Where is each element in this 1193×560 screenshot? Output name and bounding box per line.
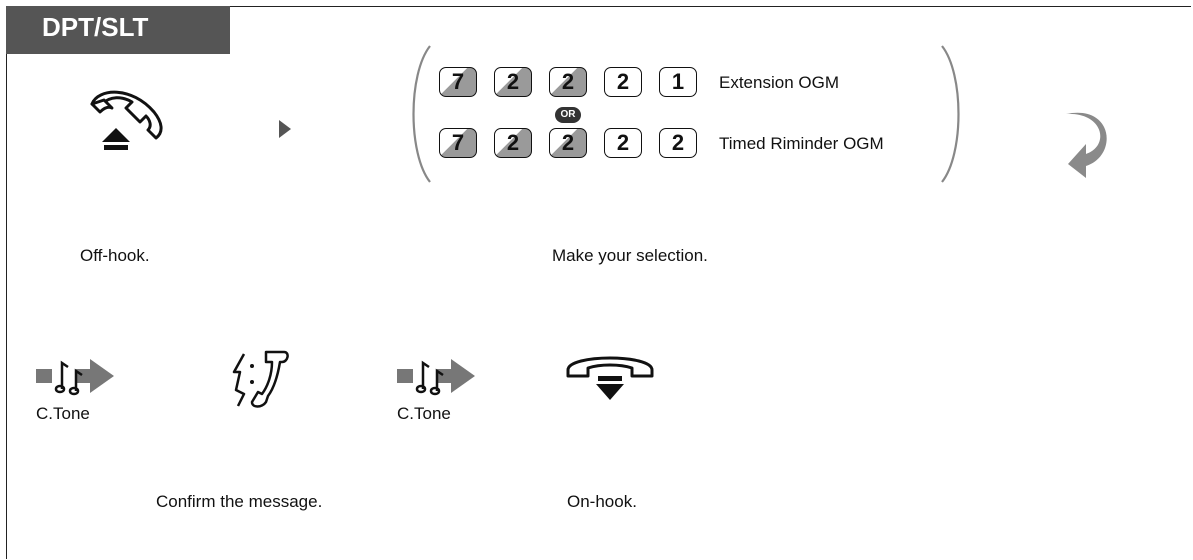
- header-title: DPT/SLT: [6, 6, 230, 54]
- dial-key-2: 2: [549, 67, 587, 97]
- repeat-arrow-icon: [1066, 112, 1107, 178]
- on-hook-caption: On-hook.: [567, 492, 637, 511]
- dial-key-1: 1: [659, 67, 697, 97]
- or-separator: OR: [555, 107, 581, 123]
- dial-key-2: 2: [659, 128, 697, 158]
- off-hook-caption: Off-hook.: [80, 246, 150, 265]
- arrow-right-icon: [279, 120, 291, 138]
- selection-caption: Make your selection.: [552, 246, 708, 265]
- talk-listen-icon: [232, 350, 289, 408]
- dial-key-2: 2: [604, 67, 642, 97]
- diagram-frame: [6, 6, 1191, 559]
- right-paren: [941, 45, 960, 183]
- confirmation-tone-icon: [397, 359, 475, 396]
- handset-off-hook-icon: [90, 90, 163, 150]
- handset-on-hook-icon: [566, 356, 654, 400]
- c-tone-label: C.Tone: [36, 404, 90, 423]
- dial-key-2: 2: [494, 67, 532, 97]
- dial-key-7: 7: [439, 128, 477, 158]
- extension-ogm-label: Extension OGM: [719, 73, 839, 92]
- dial-key-2: 2: [549, 128, 587, 158]
- left-paren: [412, 45, 431, 183]
- confirmation-tone-icon: [36, 359, 114, 396]
- confirm-message-caption: Confirm the message.: [156, 492, 323, 511]
- c-tone-label: C.Tone: [397, 404, 451, 423]
- dial-key-2: 2: [494, 128, 532, 158]
- dial-key-2: 2: [604, 128, 642, 158]
- timed-reminder-ogm-label: Timed Riminder OGM: [719, 134, 884, 153]
- dial-key-7: 7: [439, 67, 477, 97]
